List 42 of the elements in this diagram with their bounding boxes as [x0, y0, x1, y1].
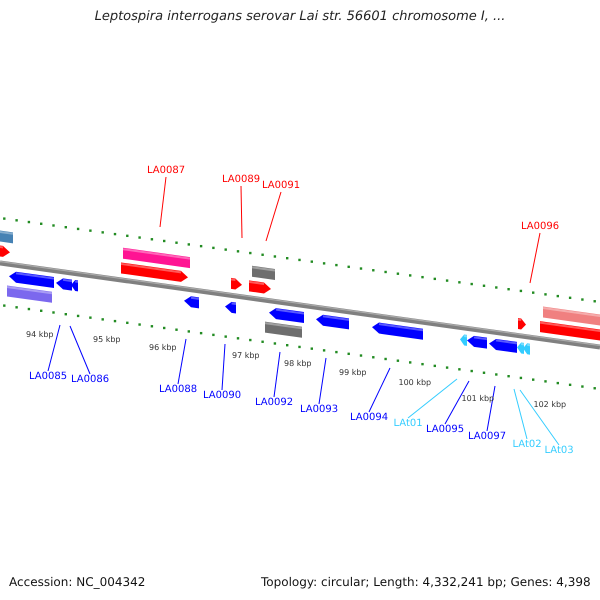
scale-label: 97 kbp: [232, 350, 260, 360]
gene-label: LAt03: [544, 445, 574, 457]
gene-label: LA0090: [203, 390, 242, 402]
leader-line: [222, 344, 226, 390]
genome-info-text: Topology: circular; Length: 4,332,241 bp; Genes: 4,398: [261, 576, 591, 588]
gene-label: LA0086: [71, 374, 110, 386]
leader-line: [514, 388, 528, 440]
gene-label: LA0091: [262, 180, 300, 192]
gene-label: LA0092: [255, 397, 294, 409]
title: Leptospira interrogans serovar Lai str. 56601 chromosome I, ...: [94, 11, 506, 23]
leader-line: [408, 378, 458, 418]
gene-label: LAt02: [512, 439, 542, 451]
leader-line: [318, 358, 326, 404]
leader-line: [48, 324, 60, 372]
leader-line: [530, 232, 540, 284]
leader-line: [368, 368, 390, 412]
accession-text: Accession: NC_004342: [9, 576, 146, 588]
scale-label: 102 kbp: [534, 400, 566, 408]
leader-line: [444, 380, 470, 424]
gene-label: LA0097: [468, 431, 506, 443]
gene-label: LA0088: [159, 384, 198, 396]
scale-label: 94 kbp: [26, 330, 54, 338]
leader-line: [274, 352, 280, 398]
gene-label: LA0089: [222, 174, 260, 186]
gene-label: LAt01: [394, 418, 423, 430]
scale-label: 99 kbp: [339, 368, 367, 376]
leader-line: [240, 186, 242, 238]
gene-label: LA0093: [300, 404, 338, 416]
gene-label: LA0085: [29, 371, 68, 383]
leader-line: [520, 390, 560, 446]
gene-label: LA0096: [521, 221, 560, 233]
leader-line: [178, 338, 186, 384]
scale-label: 96 kbp: [149, 342, 177, 352]
leader-line: [160, 176, 166, 228]
scale-label: 98 kbp: [284, 358, 312, 368]
leader-line: [266, 192, 282, 242]
gene-label: LA0094: [350, 412, 388, 424]
gene-label: LA0087: [147, 165, 186, 177]
leader-line: [70, 326, 90, 374]
scale-label: 100 kbp: [398, 378, 432, 386]
gene-label: LA0095: [426, 424, 464, 436]
scale-label: 95 kbp: [93, 334, 121, 344]
